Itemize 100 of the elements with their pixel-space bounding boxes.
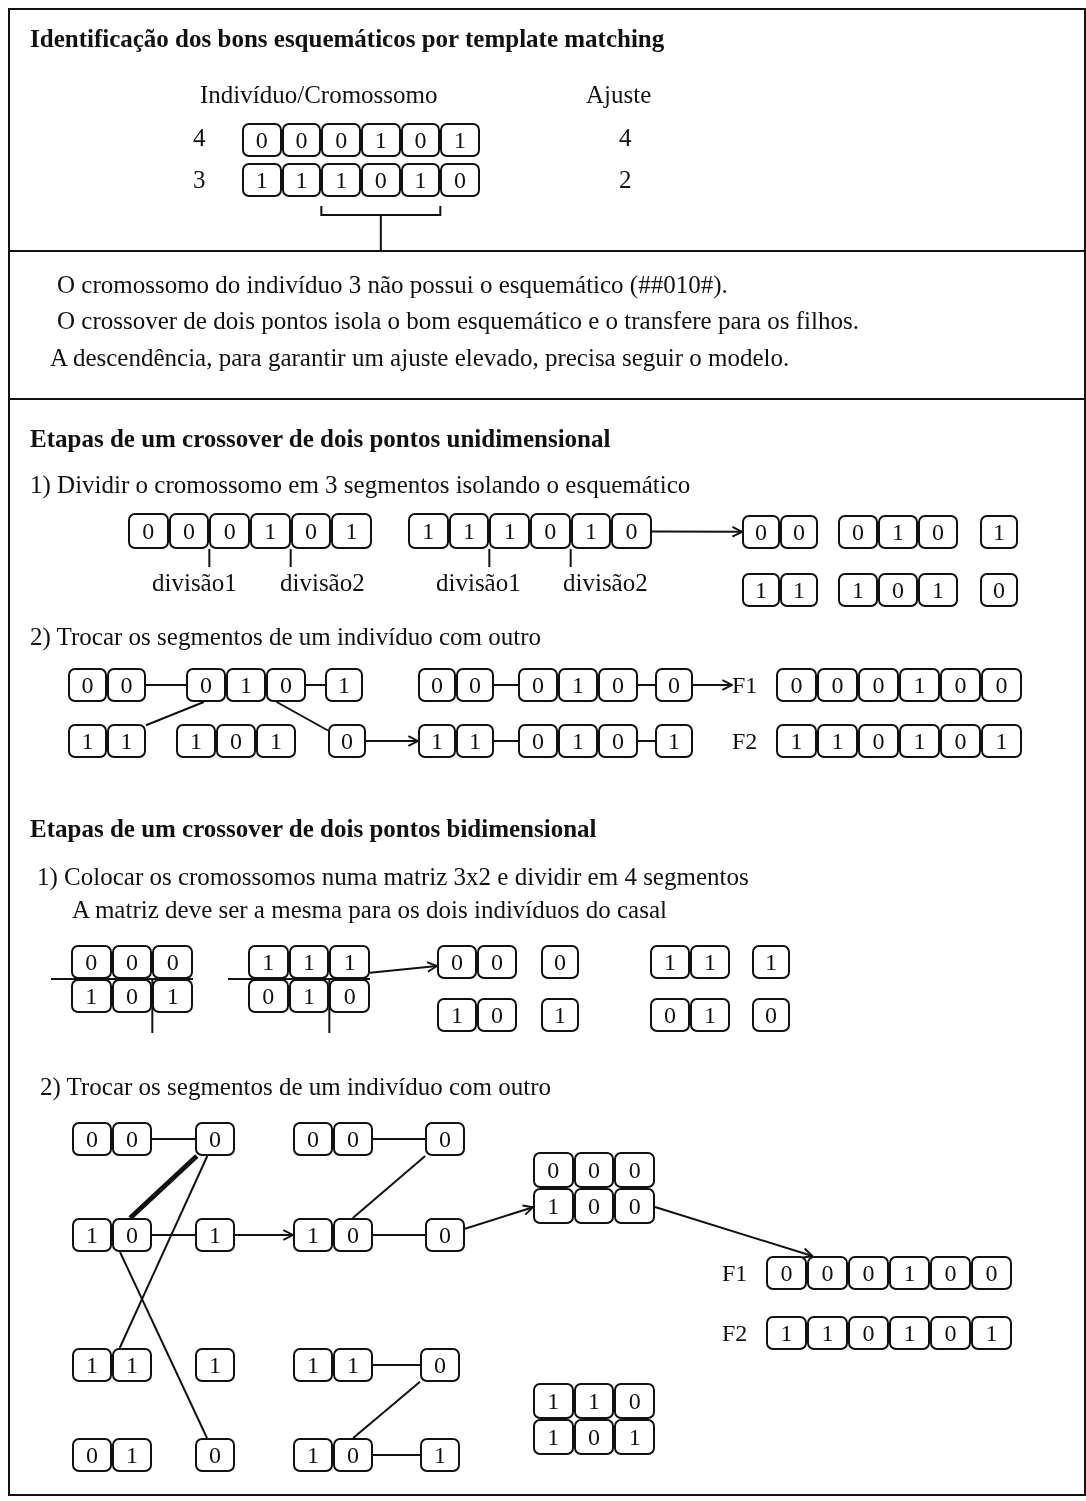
bit-cell: 1 (420, 1438, 460, 1472)
bit-cell: 0 (68, 668, 107, 702)
panel (8, 398, 1086, 1496)
bit-cell: 1 (448, 513, 490, 549)
bit-cell: 1 (112, 1438, 152, 1472)
bit-cell: 1 (329, 945, 370, 979)
bit-cell: 1 (418, 724, 456, 758)
step-text: O cromossomo do indivíduo 3 não possui o esquemático (##010#). (57, 270, 728, 300)
bit-cell: 0 (573, 1419, 615, 1455)
connector-line (372, 1234, 426, 1236)
bit-cell: 1 (68, 724, 107, 758)
bit-cell: 0 (72, 1122, 112, 1156)
bit-cell: 0 (456, 668, 494, 702)
step-text: O crossover de dois pontos isola o bom esquemático e o transfere para os filhos. (57, 306, 859, 336)
bit-cell: 1 (690, 998, 730, 1032)
bit-cell: 1 (752, 945, 790, 979)
bit-cell: 0 (71, 945, 112, 979)
bit-cell: 0 (971, 1256, 1012, 1290)
bit-cell: 0 (614, 1383, 655, 1419)
step-text: 2) Trocar os segmentos de um indivíduo com outro (40, 1072, 552, 1102)
section-heading: Identificação dos bons esquemáticos por template matching (30, 24, 665, 54)
bit-cell: 1 (288, 979, 330, 1013)
bit-cell: 0 (930, 1256, 971, 1290)
bit-cell: 1 (107, 724, 146, 758)
bit-cell: 0 (248, 979, 289, 1013)
bit-cell: 1 (558, 668, 598, 702)
bit-cell: 0 (128, 513, 169, 549)
connector-line (493, 684, 519, 686)
bit-cell: 0 (573, 1188, 615, 1224)
step-text: A descendência, para garantir um ajuste elevado, precisa seguir o modelo. (50, 343, 790, 373)
row-number: 3 (193, 165, 206, 195)
bit-cell: 1 (293, 1218, 333, 1252)
bit-cell: 1 (112, 1348, 152, 1382)
bit-cell: 0 (858, 724, 899, 758)
bit-cell: 0 (930, 1316, 971, 1350)
division-label: divisão2 (563, 568, 648, 598)
bit-cell: 0 (290, 513, 332, 549)
bit-cell: 0 (111, 945, 153, 979)
bit-cell: 0 (655, 668, 693, 702)
bit-cell: 1 (650, 945, 690, 979)
bit-cell: 1 (176, 724, 216, 758)
bit-cell: 1 (325, 668, 363, 702)
bit-cell: 1 (281, 163, 322, 197)
bit-cell: 1 (408, 513, 449, 549)
connector-line (372, 1454, 421, 1456)
connector-line (119, 1251, 208, 1439)
bit-cell: 0 (195, 1438, 235, 1472)
bit-cell: 0 (980, 573, 1018, 607)
bit-cell: 0 (209, 513, 250, 549)
bit-cell: 1 (242, 163, 282, 197)
arrow (365, 735, 419, 747)
bit-cell: 1 (899, 724, 940, 758)
bit-cell: 1 (71, 979, 112, 1013)
section-heading: Etapas de um crossover de dois pontos bidimensional (30, 814, 597, 844)
bit-cell: 0 (281, 123, 322, 157)
bit-cell: 0 (981, 668, 1022, 702)
column-header: Ajuste (586, 80, 652, 110)
bit-cell: 1 (293, 1348, 333, 1382)
connector-line (493, 740, 519, 742)
bit-cell: 0 (333, 1438, 373, 1472)
bit-cell: 1 (195, 1348, 235, 1382)
bit-cell: 0 (425, 1122, 465, 1156)
offspring-label: F1 (722, 1259, 749, 1288)
bit-cell: 0 (477, 998, 517, 1032)
bit-cell: 0 (186, 668, 226, 702)
bit-cell: 0 (112, 1122, 152, 1156)
bit-cell: 0 (418, 668, 456, 702)
bit-cell: 0 (598, 668, 638, 702)
bit-cell: 1 (437, 998, 477, 1032)
bit-cell: 0 (420, 1348, 460, 1382)
bit-cell: 1 (807, 1316, 848, 1350)
bit-cell: 0 (776, 668, 817, 702)
bit-cell: 1 (72, 1348, 112, 1382)
bit-cell: 1 (558, 724, 598, 758)
connector-line (372, 1364, 421, 1366)
bit-cell: 0 (440, 163, 480, 197)
bit-cell: 1 (195, 1218, 235, 1252)
bit-cell: 0 (321, 123, 361, 157)
offspring-label: F2 (732, 727, 759, 756)
bit-cell: 1 (152, 979, 193, 1013)
connector-line (145, 701, 205, 727)
connector-line (151, 1234, 196, 1236)
bit-cell: 0 (477, 945, 517, 979)
connector-line (151, 1138, 196, 1140)
bit-cell: 0 (333, 1122, 373, 1156)
bit-cell: 1 (72, 1218, 112, 1252)
bit-cell: 0 (573, 1152, 615, 1188)
bit-cell: 1 (288, 945, 330, 979)
bit-cell: 1 (293, 1438, 333, 1472)
bit-cell: 1 (489, 513, 530, 549)
bit-cell: 0 (611, 513, 652, 549)
connector-line (372, 1138, 426, 1140)
bit-cell: 0 (329, 979, 370, 1013)
bit-cell: 0 (940, 668, 981, 702)
column-header: Indivíduo/Cromossomo (200, 80, 438, 110)
bit-cell: 0 (266, 668, 306, 702)
division-label: divisão1 (436, 568, 521, 598)
section-heading: Etapas de um crossover de dois pontos unidimensional (30, 424, 611, 454)
bit-cell: 0 (780, 515, 818, 549)
bit-cell: 0 (293, 1122, 333, 1156)
